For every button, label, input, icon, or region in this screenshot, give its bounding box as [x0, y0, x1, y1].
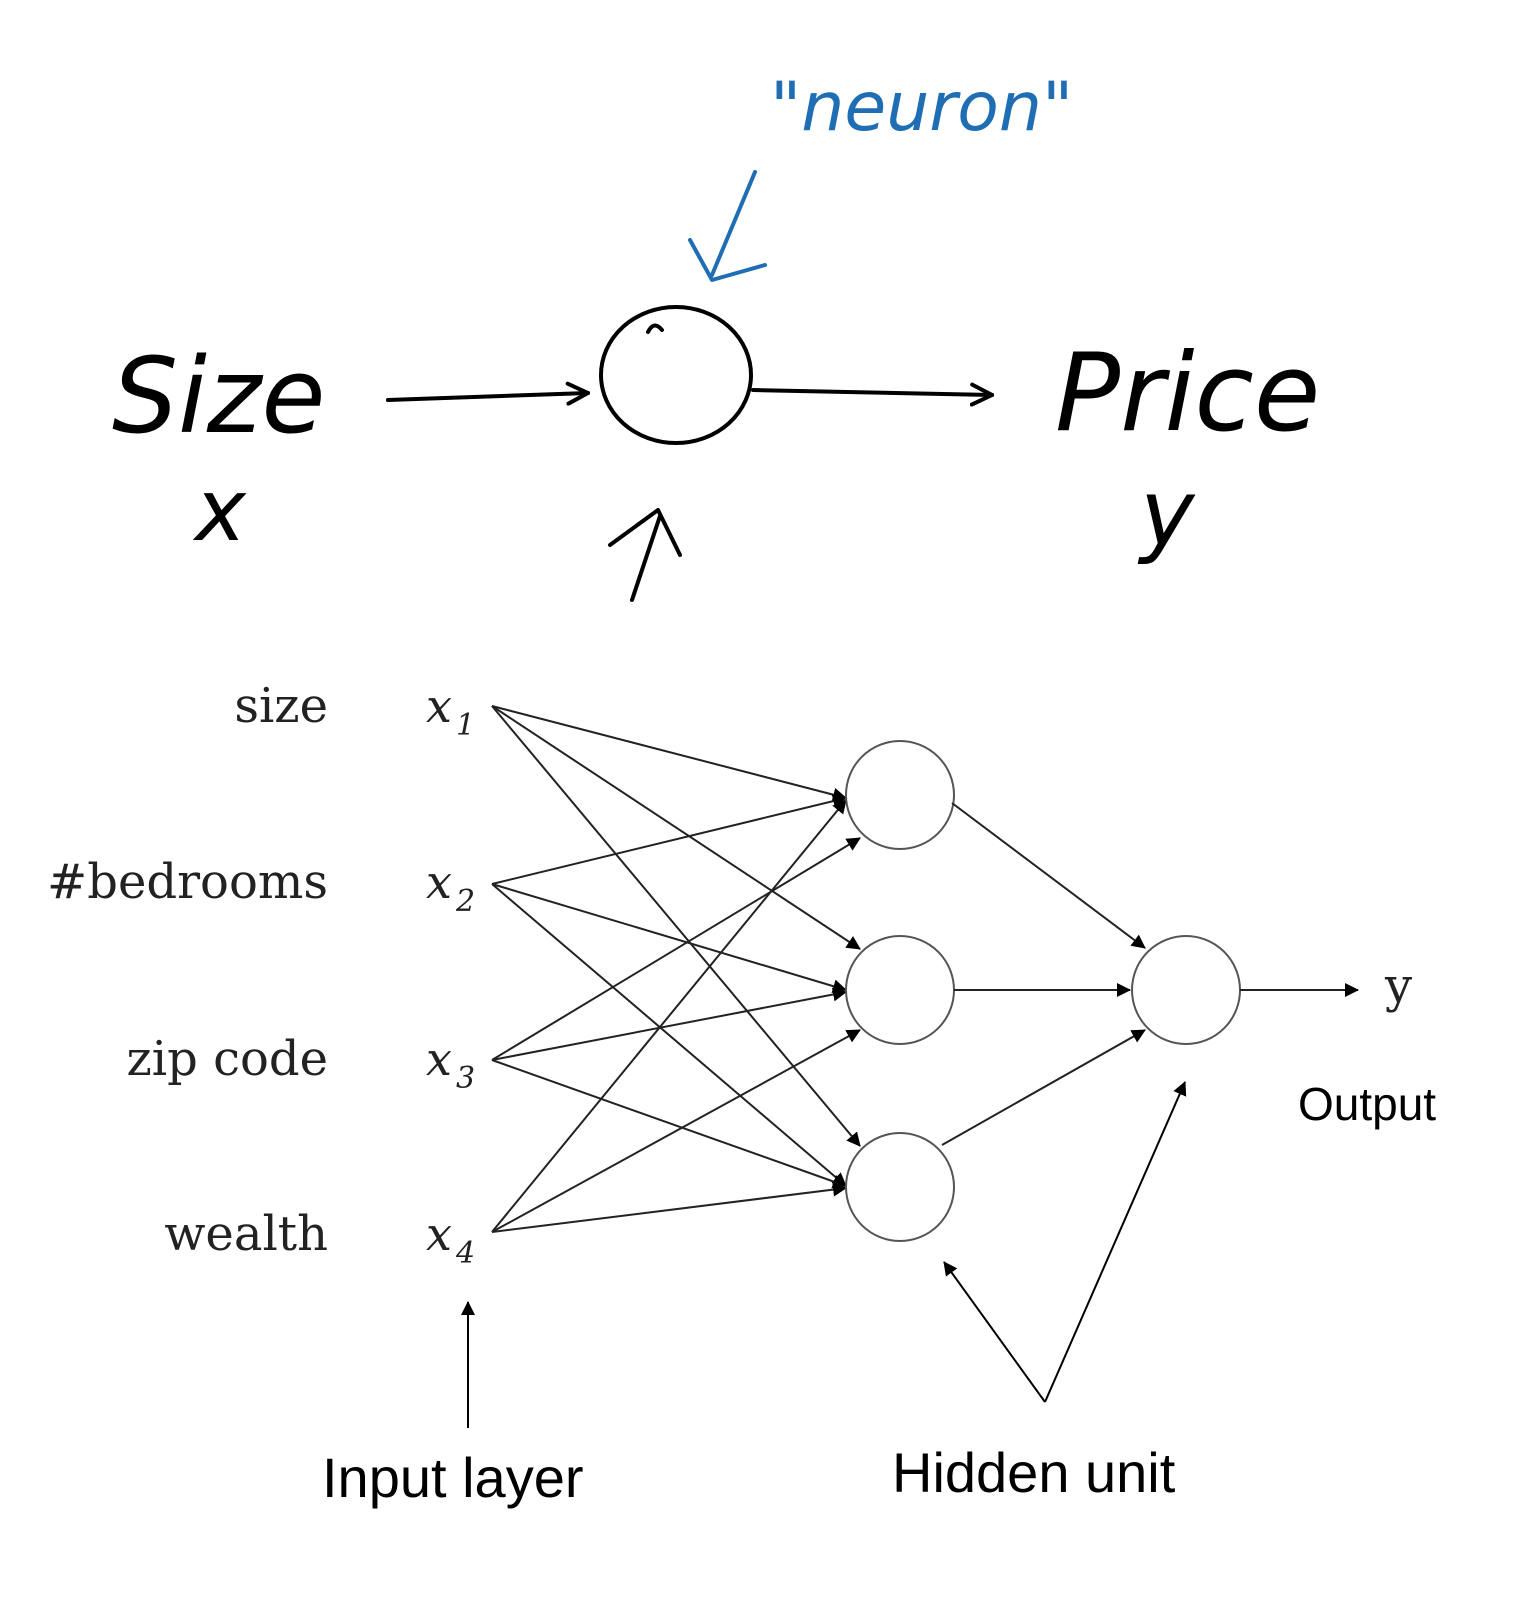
input-var-x4-subscript: 4	[455, 1236, 475, 1271]
bottom-neuron-arrowhead	[608, 508, 682, 557]
neuron-pointer-arrowhead	[688, 238, 767, 282]
input-var-x3-subscript: 3	[456, 1061, 475, 1096]
input-name-size: size	[234, 678, 328, 734]
edge-x4-h3	[491, 1182, 847, 1233]
neural-network-diagram: size #bedrooms zip code wealth x 1 x 2 x…	[47, 678, 1436, 1509]
edge-x2-h1	[491, 794, 847, 885]
neuron-to-output-arrow	[751, 390, 992, 395]
edge-h1-out	[951, 802, 1146, 949]
edge-x3-h3	[491, 1059, 847, 1189]
edge-x1-h1	[491, 705, 847, 802]
bottom-neuron-arrow	[630, 514, 662, 602]
input-to-hidden-connections	[491, 705, 861, 1233]
hidden-node-1	[845, 740, 955, 850]
output-label: Output	[1298, 1078, 1436, 1130]
input-var-x2-subscript: 2	[455, 884, 475, 919]
input-name-wealth: wealth	[164, 1206, 328, 1262]
input-var-x2: x 2	[426, 855, 475, 919]
input-size-label: Size	[112, 335, 325, 457]
edge-h3-out	[941, 1029, 1146, 1146]
neuron-note: "neuron"	[770, 68, 1073, 147]
input-x-label: x	[192, 461, 247, 561]
output-y-label: y	[1137, 460, 1196, 567]
output-y-symbol: y	[1384, 958, 1412, 1014]
output-price-label: Price	[1055, 331, 1320, 456]
input-layer-label: Input layer	[322, 1446, 584, 1509]
input-var-x4-symbol: x	[426, 1207, 452, 1261]
edge-x2-h3	[491, 883, 847, 1187]
input-var-x2-symbol: x	[426, 855, 452, 909]
input-var-x4: x 4	[426, 1207, 475, 1271]
edge-x3-h1	[491, 837, 861, 1061]
edge-x4-h2	[491, 1029, 861, 1233]
input-var-x3: x 3	[426, 1032, 475, 1096]
neuron-inner-mark	[646, 323, 664, 334]
edge-x1-h2	[491, 705, 861, 950]
neuron-pointer-arrow	[710, 170, 757, 277]
edge-x4-h1	[491, 799, 847, 1233]
edge-x1-h3	[491, 705, 861, 1147]
hidden-node-3	[845, 1132, 955, 1242]
input-name-bedrooms: #bedrooms	[47, 854, 328, 910]
handwritten-neuron-diagram: "neuron" Size x Price y	[112, 68, 1320, 602]
hidden-to-output-connections	[941, 802, 1146, 1146]
input-to-neuron-arrow	[386, 393, 588, 400]
hidden-unit-pointer-left	[943, 1261, 1046, 1403]
input-var-x1: x 1	[426, 679, 475, 743]
hidden-unit-label: Hidden unit	[892, 1441, 1176, 1504]
input-var-x3-symbol: x	[426, 1032, 452, 1086]
edge-x2-h2	[491, 883, 847, 993]
input-var-x1-symbol: x	[426, 679, 452, 733]
input-var-x1-subscript: 1	[456, 708, 475, 743]
hidden-unit-pointer-right	[1044, 1081, 1187, 1403]
single-neuron	[599, 305, 753, 445]
edge-x3-h2	[491, 987, 847, 1061]
input-name-zip-code: zip code	[126, 1031, 328, 1087]
hidden-node-2	[845, 935, 955, 1045]
output-node	[1131, 935, 1241, 1045]
